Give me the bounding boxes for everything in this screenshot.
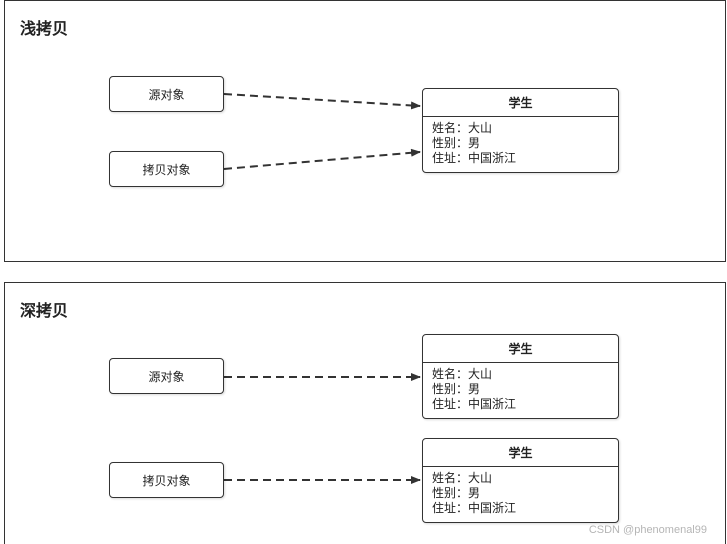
shallow-copy-arrow [223,148,421,170]
shallow-copy-label: 拷贝对象 [142,162,191,177]
deep-copy-title: 深拷贝 [20,301,69,320]
student-name-field: 姓名：大山 [432,471,493,485]
student-gender-field: 性别：男 [432,486,481,500]
student-address-field: 住址：中国浙江 [432,501,517,515]
shallow-copy-object: 拷贝对象 [109,151,224,187]
student-address-field: 住址：中国浙江 [432,151,517,165]
deep-source-label: 源对象 [148,369,185,384]
shallow-source-arrow [223,93,421,110]
deep-copy-label: 拷贝对象 [142,473,191,488]
student-class-fields: 姓名：大山 性别：男 住址：中国浙江 [423,117,618,170]
student-name-field: 姓名：大山 [432,367,493,381]
student-class-header: 学生 [423,439,618,467]
student-gender-field: 性别：男 [432,382,481,396]
student-class-header: 学生 [423,335,618,363]
student-name-field: 姓名：大山 [432,121,493,135]
student-gender-field: 性别：男 [432,136,481,150]
shallow-source-label: 源对象 [148,87,185,102]
shallow-student-class: 学生 姓名：大山 性别：男 住址：中国浙江 [422,88,619,173]
student-class-fields: 姓名：大山 性别：男 住址：中国浙江 [423,467,618,520]
shallow-copy-title: 浅拷贝 [20,19,69,38]
student-class-header: 学生 [423,89,618,117]
shallow-source-object: 源对象 [109,76,224,112]
deep-source-object: 源对象 [109,358,224,394]
deep-student-class-b: 学生 姓名：大山 性别：男 住址：中国浙江 [422,438,619,523]
deep-copy-object: 拷贝对象 [109,462,224,498]
student-class-fields: 姓名：大山 性别：男 住址：中国浙江 [423,363,618,416]
watermark-text: CSDN @phenomenal99 [588,524,707,536]
student-address-field: 住址：中国浙江 [432,397,517,411]
deep-student-class-a: 学生 姓名：大山 性别：男 住址：中国浙江 [422,334,619,419]
